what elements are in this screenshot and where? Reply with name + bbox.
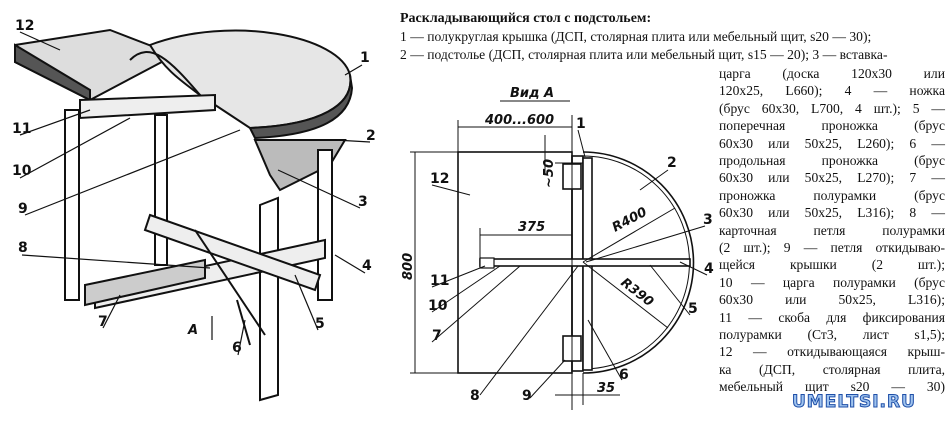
plan-label-10: 10 xyxy=(428,298,448,314)
description-column-line: 60х30 или 50х25, L316); 8 — xyxy=(719,205,945,221)
description-title: Раскладывающийся стол с подстольем: xyxy=(400,11,652,26)
description-column-line: 12 — откидывающаяся крыш- xyxy=(719,344,945,360)
description-column-line: щейся крышки (2 шт.); xyxy=(719,257,945,273)
plan-label-5: 5 xyxy=(688,301,698,317)
plan-label-12: 12 xyxy=(430,171,449,187)
iso-label-6: 6 xyxy=(232,340,242,356)
half-round-top-plan xyxy=(582,151,695,374)
dim-height: 800 xyxy=(401,253,416,280)
half-frame-stretcher-7 xyxy=(84,258,206,307)
plan-label-4: 4 xyxy=(704,261,714,277)
view-a-title: Вид А xyxy=(510,86,554,101)
plan-label-9: 9 xyxy=(522,388,532,404)
watermark-logo: UMELTSI.RU xyxy=(792,392,916,413)
iso-label-11: 11 xyxy=(12,121,31,137)
description-column-line: мебельный щит s20 — 30) xyxy=(719,379,945,395)
description-column-line: царга (доска 120х30 или xyxy=(719,66,945,81)
description-line: 2 — подстолье (ДСП, столярная плита или … xyxy=(400,47,888,62)
plan-label-1: 1 xyxy=(576,116,586,132)
view-a-text: Вид А 400...600 ~50 800 375 R400 R390 35… xyxy=(401,86,714,404)
description-column-line: 10 — царга полурамки (брус xyxy=(719,274,945,290)
plan-label-7: 7 xyxy=(432,328,442,344)
iso-label-9: 9 xyxy=(18,201,28,217)
iso-label-12: 12 xyxy=(15,18,34,34)
iso-label-7: 7 xyxy=(98,314,108,330)
iso-label-4: 4 xyxy=(362,258,372,274)
dim-width: 400...600 xyxy=(484,113,554,128)
isometric-labels: 12 11 10 9 8 7 А 6 5 4 3 2 1 xyxy=(12,18,376,356)
dim-bar: 375 xyxy=(518,220,545,235)
iso-label-3: 3 xyxy=(358,194,368,210)
view-a-drawing xyxy=(410,100,708,410)
description-column-line: ка (ДСП, столярная плита, xyxy=(719,361,945,377)
description-column-line: карточная петля полурамки xyxy=(719,222,945,238)
description-line: 1 — полукруглая крышка (ДСП, столярная п… xyxy=(400,29,872,44)
description-column-line: 11 — скоба для фиксирования xyxy=(719,309,945,325)
plan-label-6: 6 xyxy=(619,367,629,383)
description-column-line: 120х25, L660); 4 — ножка xyxy=(719,83,945,99)
description-column-line: поперечная проножка (брус xyxy=(719,118,945,134)
description-column-line: полурамки (Ст3, лист s1,5); xyxy=(719,327,945,342)
iso-label-2: 2 xyxy=(366,128,376,144)
iso-label-10: 10 xyxy=(12,163,32,179)
iso-label-8: 8 xyxy=(18,240,28,256)
dim-offset: ~50 xyxy=(542,159,557,188)
view-arrow-a: А xyxy=(187,323,198,338)
description-column-line: 60х30 или 50х25, L260); 6 — xyxy=(719,135,945,151)
isometric-view xyxy=(14,28,371,402)
half-round-top-1 xyxy=(148,29,352,130)
iso-label-1: 1 xyxy=(360,50,370,66)
iso-label-5: 5 xyxy=(315,316,325,332)
description-column-line: 60х30 или 50х25, L316); xyxy=(719,292,945,308)
plan-label-3: 3 xyxy=(703,212,713,228)
description-column-line: (брус 60х30, L700, 4 шт.); 5 — xyxy=(719,100,945,116)
description-column-line: (2 шт.); 9 — петля откидываю- xyxy=(719,240,945,255)
plan-label-11: 11 xyxy=(430,273,449,289)
description-column-line: проножка полурамки (брус xyxy=(719,187,945,203)
dim-r-outer: R400 xyxy=(610,205,650,236)
description-column-line: продольная проножка (брус xyxy=(719,153,945,168)
plan-label-8: 8 xyxy=(470,388,480,404)
description-column-line: 60х30 или 50х25, L270); 7 — xyxy=(719,170,945,186)
dim-gap: 35 xyxy=(597,381,615,396)
plan-label-2: 2 xyxy=(667,155,677,171)
